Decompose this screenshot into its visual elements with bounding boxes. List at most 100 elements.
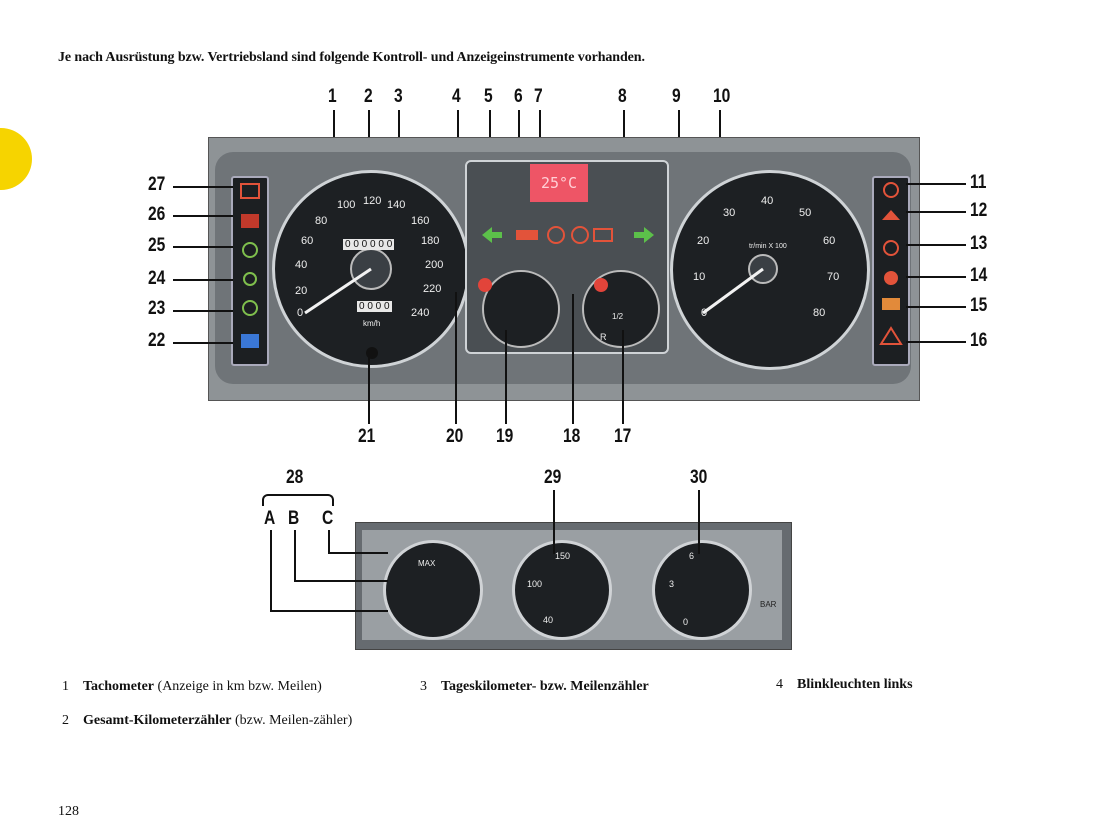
callout-9: 9 [672, 86, 681, 107]
callout-14: 14 [970, 265, 988, 286]
coolant-gauge [482, 270, 560, 348]
callout-6: 6 [514, 86, 523, 107]
leader-25 [173, 246, 233, 248]
leader-18 [572, 294, 574, 424]
speedo-tick-100: 100 [337, 199, 356, 211]
oil-temp-40: 40 [543, 615, 554, 625]
section-tab [0, 128, 32, 190]
high-beam-icon [241, 334, 259, 348]
leader-12 [906, 211, 966, 213]
battery-icon [593, 228, 613, 242]
callout-a: A [264, 508, 276, 529]
leader-14 [906, 276, 966, 278]
caption-2-text: (bzw. Meilen-zähler) [231, 713, 353, 728]
tachometer: 0 10 20 30 40 50 60 70 80 tr/min X 100 [670, 170, 870, 370]
callout-b: B [288, 508, 300, 529]
callout-17: 17 [614, 426, 632, 447]
caption-3-title: Tageskilometer- bzw. Meilenzähler [441, 679, 649, 694]
leader-a-h [270, 610, 388, 612]
tacho-tick-20: 20 [697, 235, 710, 247]
speedo-tick-0: 0 [297, 307, 304, 319]
speedo-tick-60: 60 [301, 235, 314, 247]
speedo-tick-240: 240 [411, 307, 430, 319]
leader-29 [553, 490, 555, 554]
brake-wear-icon [883, 182, 899, 198]
callout-10: 10 [713, 86, 731, 107]
speedo-tick-220: 220 [423, 283, 442, 295]
caption-4: 4 Blinkleuchten links [776, 676, 913, 694]
oil-pressure-0: 0 [683, 617, 689, 627]
callout-19: 19 [496, 426, 514, 447]
leader-20 [455, 292, 457, 424]
stop-warning-icon [547, 226, 565, 244]
fuel-reserve-label: R [600, 332, 607, 342]
oil-pressure-gauge: 6 3 0 [652, 540, 752, 640]
callout-2: 2 [364, 86, 373, 107]
oil-level-max: MAX [418, 559, 436, 568]
oil-pressure-unit: BAR [760, 600, 777, 609]
glow-plug-icon [882, 298, 900, 310]
odometer-total: 0 0 0 0 0 0 [343, 239, 395, 250]
callout-1: 1 [328, 86, 337, 107]
callout-12: 12 [970, 200, 988, 221]
fuel-warning-light [594, 278, 608, 292]
low-beam-icon [242, 242, 258, 258]
leader-a [270, 530, 272, 612]
callout-22: 22 [148, 330, 166, 351]
coolant-warning-light [478, 278, 492, 292]
brake-icon [571, 226, 589, 244]
hazard-icon [879, 326, 903, 345]
leader-11 [906, 183, 966, 185]
oil-pressure-3: 3 [669, 579, 675, 589]
fog-front-icon [242, 300, 258, 316]
page-number: 128 [58, 804, 79, 819]
turn-left-icon [482, 227, 502, 243]
tacho-tick-80: 80 [813, 307, 826, 319]
speedo-tick-80: 80 [315, 215, 328, 227]
leader-15 [906, 306, 966, 308]
leader-b-h [294, 580, 388, 582]
tacho-tick-10: 10 [693, 271, 706, 283]
oil-temp-gauge: 150 100 40 [512, 540, 612, 640]
center-indicator-row [482, 226, 654, 244]
callout-5: 5 [484, 86, 493, 107]
leader-22 [173, 342, 233, 344]
speedo-tick-20: 20 [295, 285, 308, 297]
oil-level-gauge: MAX [383, 540, 483, 640]
leader-27 [173, 186, 233, 188]
leader-23 [173, 310, 233, 312]
tacho-needle [702, 267, 764, 315]
leader-13 [906, 244, 966, 246]
leader-c-h [328, 552, 388, 554]
leader-24 [173, 279, 233, 281]
callout-21: 21 [358, 426, 376, 447]
left-warning-strip [231, 176, 269, 366]
callout-11: 11 [970, 172, 987, 193]
callout-18: 18 [563, 426, 581, 447]
abs-icon [883, 240, 899, 256]
callout-26: 26 [148, 204, 166, 225]
callout-20: 20 [446, 426, 464, 447]
leader-16 [906, 341, 966, 343]
oil-temp-100: 100 [527, 579, 543, 589]
caption-1-num: 1 [62, 679, 69, 694]
leader-c [328, 530, 330, 554]
fuel-gauge [582, 270, 660, 348]
odometer-trip: 0 0 0 0 [357, 301, 392, 312]
tacho-tick-0: 0 [701, 307, 708, 319]
speedo-needle [304, 267, 372, 315]
page-heading: Je nach Ausrüstung bzw. Vertriebsland si… [58, 50, 645, 65]
callout-28: 28 [286, 467, 304, 488]
leader-b [294, 530, 296, 582]
rear-defrost-icon [241, 214, 259, 228]
turn-right-icon [634, 227, 654, 243]
caption-3: 3 Tageskilometer- bzw. Meilenzähler [420, 678, 649, 696]
tacho-tick-70: 70 [827, 271, 840, 283]
tacho-unit: tr/min X 100 [749, 243, 787, 250]
tacho-tick-40: 40 [761, 195, 774, 207]
callout-4: 4 [452, 86, 461, 107]
speedo-tick-200: 200 [425, 259, 444, 271]
speedo-tick-40: 40 [295, 259, 308, 271]
oil-pressure-icon [516, 230, 538, 240]
caption-2-num: 2 [62, 713, 69, 728]
